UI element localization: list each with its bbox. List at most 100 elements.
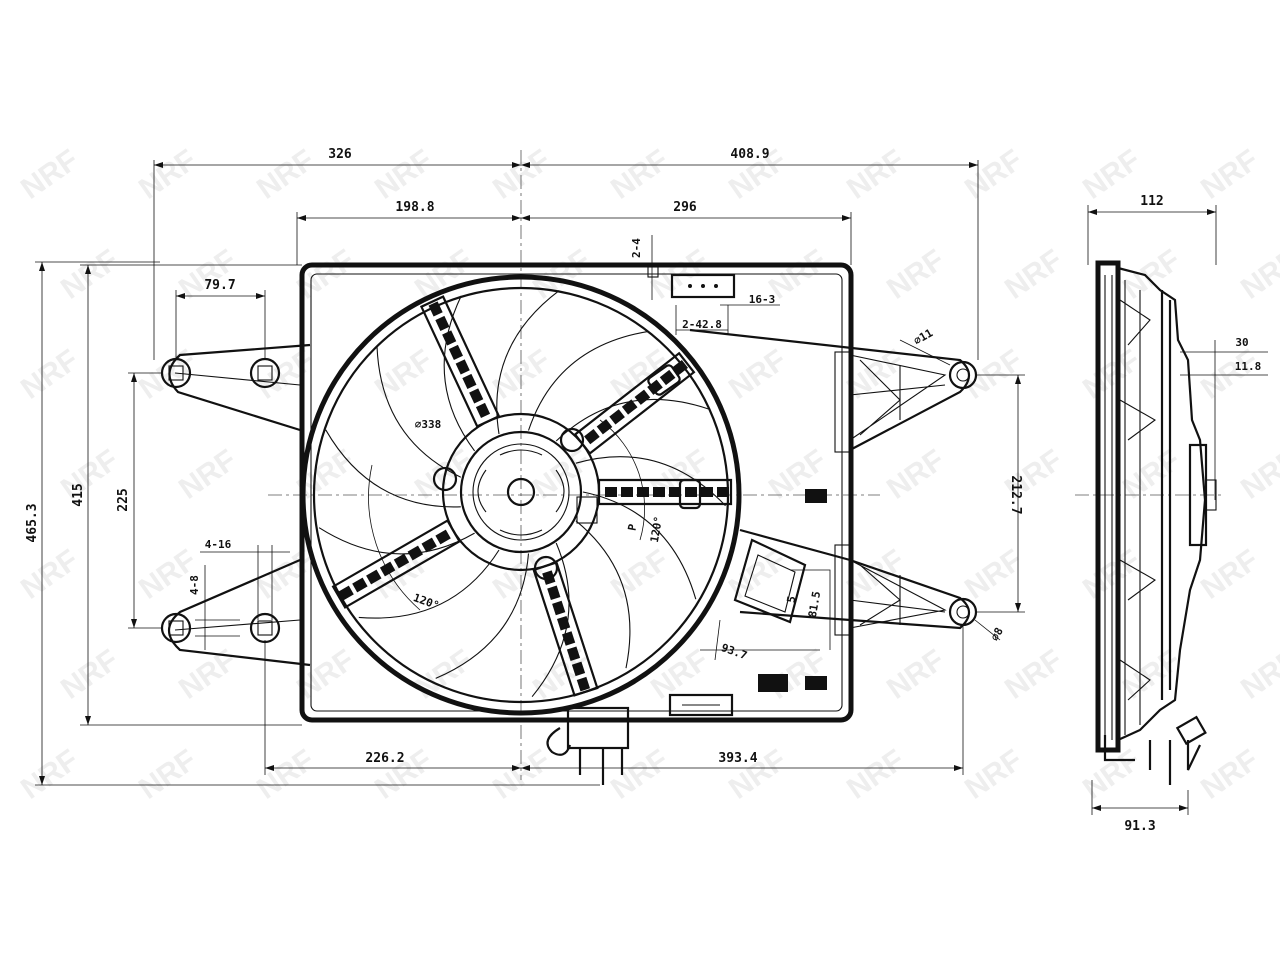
dim-connector-offset-v: 2-4 bbox=[630, 238, 643, 258]
watermark-logo: NRF bbox=[841, 143, 910, 205]
spoke-rung bbox=[701, 487, 713, 497]
fan-blade bbox=[527, 330, 649, 431]
spoke-rung bbox=[407, 545, 423, 561]
right-mount-arms bbox=[689, 328, 978, 636]
dim-resistor-a: 5 bbox=[785, 595, 799, 604]
spoke-rung bbox=[435, 529, 451, 545]
spoke-rung bbox=[653, 487, 665, 497]
angle-arc-right bbox=[599, 419, 646, 541]
dim-label-p: P bbox=[626, 523, 640, 532]
dim-hole-top-right: ⌀11 bbox=[911, 326, 935, 347]
watermark-logo: NRF bbox=[487, 143, 556, 205]
watermark-logo: NRF bbox=[369, 343, 438, 405]
watermark-logo: NRF bbox=[1195, 543, 1264, 605]
dim-left-hole-h: 4-16 bbox=[205, 538, 232, 551]
side-frame bbox=[1095, 260, 1121, 753]
watermark-logo: NRF bbox=[1077, 743, 1146, 805]
dim-angle-bottom: 120° bbox=[412, 591, 441, 612]
spoke-rung bbox=[352, 577, 368, 593]
spoke-rung bbox=[428, 301, 443, 317]
connector-top bbox=[647, 266, 736, 299]
spoke-rung bbox=[469, 388, 484, 404]
dim-side-base: 91.3 bbox=[1124, 819, 1155, 834]
watermark-logo: NRF bbox=[55, 643, 124, 705]
watermark-logo: NRF bbox=[15, 143, 84, 205]
watermark-logo: NRF bbox=[1235, 643, 1280, 705]
watermark-logo: NRF bbox=[173, 443, 242, 505]
dim-total-height: 465.3 bbox=[25, 503, 40, 542]
spoke-rung bbox=[566, 646, 581, 661]
mount-bush-bottom-left bbox=[160, 612, 192, 644]
watermark-logo: NRF bbox=[1117, 243, 1186, 305]
dim-mount-left-v: 225 bbox=[116, 488, 131, 511]
spoke-rung bbox=[475, 402, 491, 418]
spoke-rung bbox=[448, 344, 463, 360]
dim-side-offset-b: 11.8 bbox=[1235, 360, 1262, 373]
watermark-logo: NRF bbox=[841, 743, 910, 805]
watermark-logo: NRF bbox=[999, 643, 1068, 705]
watermark-logo: NRF bbox=[55, 443, 124, 505]
watermark-logo: NRF bbox=[133, 143, 202, 205]
spoke-rung bbox=[621, 399, 638, 415]
hub-bolt-left bbox=[432, 466, 458, 492]
wiring-harness bbox=[546, 706, 630, 785]
shroud-ring-outer bbox=[300, 274, 742, 716]
spoke-rung bbox=[547, 585, 561, 601]
side-shroud bbox=[1117, 266, 1207, 742]
fan-blade bbox=[325, 429, 461, 508]
watermark-logo: NRF bbox=[15, 543, 84, 605]
watermark-logo: NRF bbox=[1235, 443, 1280, 505]
fan-blade bbox=[435, 553, 530, 679]
watermark-logo: NRF bbox=[605, 543, 674, 605]
watermark-logo: NRF bbox=[251, 143, 320, 205]
watermark-logo: NRF bbox=[369, 143, 438, 205]
watermark-logo: NRF bbox=[959, 743, 1028, 805]
watermark-logo: NRF bbox=[881, 243, 950, 305]
watermark-logo: NRF bbox=[15, 743, 84, 805]
watermark-logo: NRF bbox=[1077, 143, 1146, 205]
motor-hub bbox=[432, 412, 601, 581]
dimension-lines: 326 408.9 198.8 296 79.7 2-4 16-3 2-42.8… bbox=[25, 147, 1217, 786]
front-view bbox=[160, 150, 978, 785]
fan-blade bbox=[582, 491, 697, 600]
side-view: 112 30 11.8 91.3 bbox=[1075, 194, 1268, 834]
spoke-rung bbox=[584, 428, 600, 445]
spoke-rung bbox=[379, 561, 396, 577]
dim-top-left-width: 326 bbox=[328, 147, 352, 162]
hub-bolt-bottom bbox=[533, 555, 559, 581]
spoke-rung bbox=[634, 389, 651, 405]
dim-connector-offset-h: 2-42.8 bbox=[682, 318, 722, 331]
spoke-rung bbox=[637, 487, 649, 497]
spoke-rung bbox=[556, 615, 571, 631]
spoke-rung bbox=[455, 359, 470, 375]
angle-arc-bottom bbox=[368, 464, 421, 611]
dim-frame-height: 415 bbox=[71, 483, 86, 506]
hub-terminal bbox=[576, 496, 598, 524]
fan-blade bbox=[358, 549, 500, 619]
spoke-rung bbox=[552, 600, 566, 616]
spoke-rung bbox=[421, 537, 437, 553]
spoke-rung bbox=[393, 553, 410, 569]
frame-inner bbox=[310, 273, 843, 712]
watermark-logo: NRF bbox=[1195, 743, 1264, 805]
dim-hole-bottom-right: ⌀8 bbox=[988, 625, 1006, 643]
spoke-rung bbox=[717, 487, 729, 497]
watermark-logo: NRF bbox=[15, 343, 84, 405]
connector-bottom bbox=[668, 693, 734, 717]
spoke-rung bbox=[605, 487, 617, 497]
dim-side-depth: 112 bbox=[1140, 194, 1163, 209]
spoke-rung bbox=[571, 661, 586, 677]
mount-hole-bottom-right bbox=[948, 597, 978, 627]
fan-blade bbox=[575, 520, 631, 669]
watermark-logo: NRF bbox=[133, 543, 202, 605]
spoke-rung bbox=[338, 585, 354, 601]
spoke-rung bbox=[609, 409, 625, 425]
spoke-rung bbox=[366, 569, 382, 585]
watermark-logo: NRF bbox=[1195, 343, 1264, 405]
resistor-block bbox=[700, 538, 831, 661]
spoke-rung bbox=[596, 419, 613, 435]
watermark-logo: NRF bbox=[959, 143, 1028, 205]
fan-blade bbox=[443, 295, 476, 452]
